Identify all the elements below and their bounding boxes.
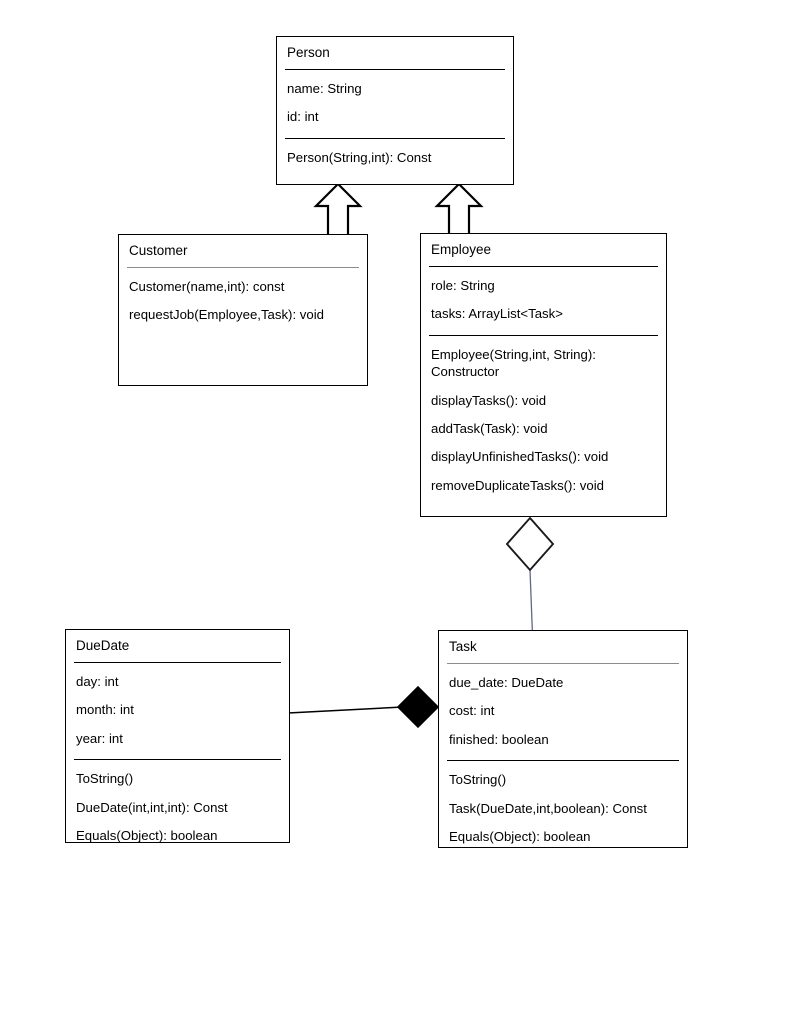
generalization-arrow-employee-to-person <box>434 182 484 238</box>
attributes-compartment-employee: role: String tasks: ArrayList<Task> <box>421 267 666 335</box>
attributes-separator-person <box>285 137 505 139</box>
class-member: tasks: ArrayList<Task> <box>431 306 563 322</box>
class-member: DueDate(int,int,int): Const <box>76 799 228 815</box>
class-title-task: Task <box>449 639 477 654</box>
class-member: requestJob(Employee,Task): void <box>129 307 324 323</box>
methods-compartment-task: ToString() Task(DueDate,int,boolean): Co… <box>439 761 687 857</box>
title-separator-employee <box>429 265 658 267</box>
title-separator-duedate <box>74 661 281 663</box>
composition-connector-task-duedate <box>287 685 440 729</box>
title-separator-task <box>447 662 679 664</box>
class-member: year: int <box>76 730 123 746</box>
methods-compartment-duedate: ToString() DueDate(int,int,int): Const E… <box>66 760 289 856</box>
class-member: ToString() <box>76 771 134 787</box>
class-member: Task(DueDate,int,boolean): Const <box>449 800 647 816</box>
class-member: Employee(String,int, String): Constructo… <box>431 346 596 380</box>
class-box-task[interactable]: Task due_date: DueDate cost: int finishe… <box>438 630 688 848</box>
class-member: finished: boolean <box>449 731 549 747</box>
class-member: Customer(name,int): const <box>129 278 285 294</box>
methods-compartment-person: Person(String,int): Const <box>277 139 513 178</box>
class-title-person: Person <box>287 45 330 60</box>
class-member: Equals(Object): boolean <box>76 827 218 843</box>
class-member: ToString() <box>449 772 507 788</box>
class-title-customer: Customer <box>129 243 188 258</box>
class-member: displayTasks(): void <box>431 392 547 408</box>
class-member: displayUnfinishedTasks(): void <box>431 449 609 465</box>
title-separator-person <box>285 68 505 70</box>
attributes-separator-task <box>447 760 679 762</box>
class-member: addTask(Task): void <box>431 420 548 436</box>
class-member: Person(String,int): Const <box>287 149 432 165</box>
class-member: Equals(Object): boolean <box>449 828 591 844</box>
attributes-compartment-duedate: day: int month: int year: int <box>66 663 289 759</box>
class-member: name: String <box>287 80 362 96</box>
aggregation-connector-employee-task <box>505 516 555 636</box>
class-member: role: String <box>431 277 495 293</box>
title-separator-customer <box>127 266 359 268</box>
class-box-duedate[interactable]: DueDate day: int month: int year: int To… <box>65 629 290 843</box>
class-box-person[interactable]: Person name: String id: int Person(Strin… <box>276 36 514 185</box>
class-member: due_date: DueDate <box>449 674 564 690</box>
attributes-separator-employee <box>429 334 658 336</box>
class-box-employee[interactable]: Employee role: String tasks: ArrayList<T… <box>420 233 667 517</box>
attributes-compartment-task: due_date: DueDate cost: int finished: bo… <box>439 664 687 760</box>
class-member: id: int <box>287 109 319 125</box>
attributes-separator-duedate <box>74 759 281 761</box>
class-title-duedate: DueDate <box>76 638 130 653</box>
methods-compartment-employee: Employee(String,int, String): Constructo… <box>421 336 666 507</box>
class-box-customer[interactable]: Customer Customer(name,int): const reque… <box>118 234 368 386</box>
class-member: day: int <box>76 673 119 689</box>
class-member: month: int <box>76 702 134 718</box>
attributes-compartment-person: name: String id: int <box>277 70 513 138</box>
class-member: removeDuplicateTasks(): void <box>431 477 604 493</box>
generalization-arrow-customer-to-person <box>313 182 363 238</box>
class-title-employee: Employee <box>431 242 492 257</box>
class-member: cost: int <box>449 703 495 719</box>
methods-compartment-customer: Customer(name,int): const requestJob(Emp… <box>119 268 367 336</box>
